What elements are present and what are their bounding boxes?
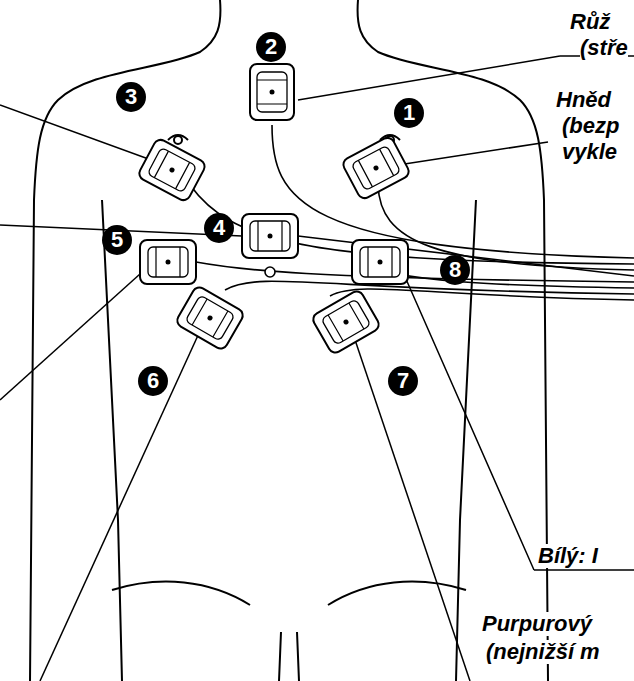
part-label: (nejnižší m: [486, 640, 600, 664]
callout-number: 5: [102, 225, 132, 255]
callout-number: 7: [388, 366, 418, 396]
electrode-pads: [137, 64, 411, 355]
electrode-wires: [190, 125, 634, 300]
callout-number: 6: [138, 366, 168, 396]
part-label: Bílý: I: [538, 544, 598, 568]
callout-number: 2: [256, 32, 286, 62]
part-label: Purpurový: [482, 612, 592, 636]
part-label: (bezp: [562, 114, 619, 138]
part-label: (stře: [580, 36, 628, 60]
callout-number: 8: [440, 255, 470, 285]
callout-number: 4: [204, 213, 234, 243]
callout-number: 1: [394, 98, 424, 128]
part-label: Růž: [570, 10, 610, 34]
callout-number: 3: [116, 82, 146, 112]
part-label: vykle: [562, 140, 617, 164]
leader-lines: [0, 56, 634, 681]
part-label: Hněd: [556, 88, 611, 112]
body-outline: [30, 0, 548, 681]
